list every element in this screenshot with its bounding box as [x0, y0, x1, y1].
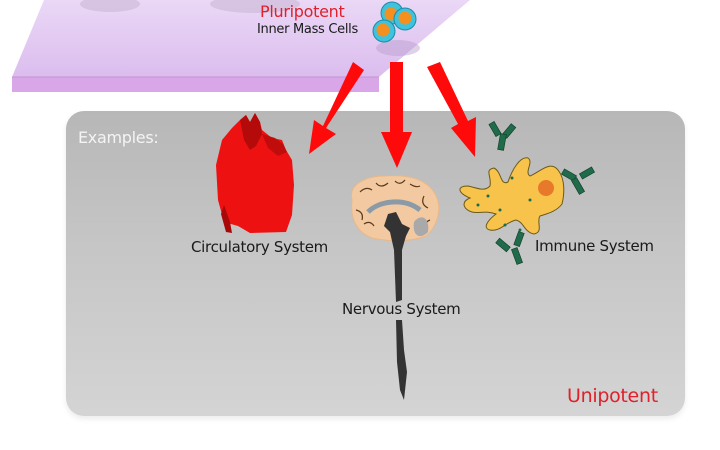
- arrow-to-nervous: [381, 62, 412, 168]
- inner-mass-cells-icon: [372, 1, 417, 43]
- brain-spinal-cord-icon: [350, 175, 440, 400]
- immune-cell-antibodies-icon: [459, 121, 595, 265]
- circulatory-system-label: Circulatory System: [191, 238, 328, 256]
- unipotent-label: Unipotent: [567, 385, 658, 407]
- heart-icon: [216, 113, 294, 233]
- pluripotent-plane: [12, 0, 470, 92]
- pluripotent-label: Pluripotent: [260, 2, 345, 21]
- arrow-to-immune: [427, 62, 476, 157]
- blurred-shape: [80, 0, 140, 12]
- inner-mass-cells-label: Inner Mass Cells: [257, 22, 358, 37]
- blurred-shape: [210, 0, 300, 13]
- immune-system-label: Immune System: [535, 237, 654, 255]
- arrow-to-circulatory: [309, 62, 364, 154]
- nervous-system-label: Nervous System: [342, 300, 461, 318]
- plane-upper-face: [12, 0, 470, 77]
- plane-edge: [12, 77, 379, 92]
- cell-shadow: [376, 40, 420, 56]
- examples-heading: Examples:: [78, 128, 159, 147]
- unipotent-panel: [66, 111, 685, 416]
